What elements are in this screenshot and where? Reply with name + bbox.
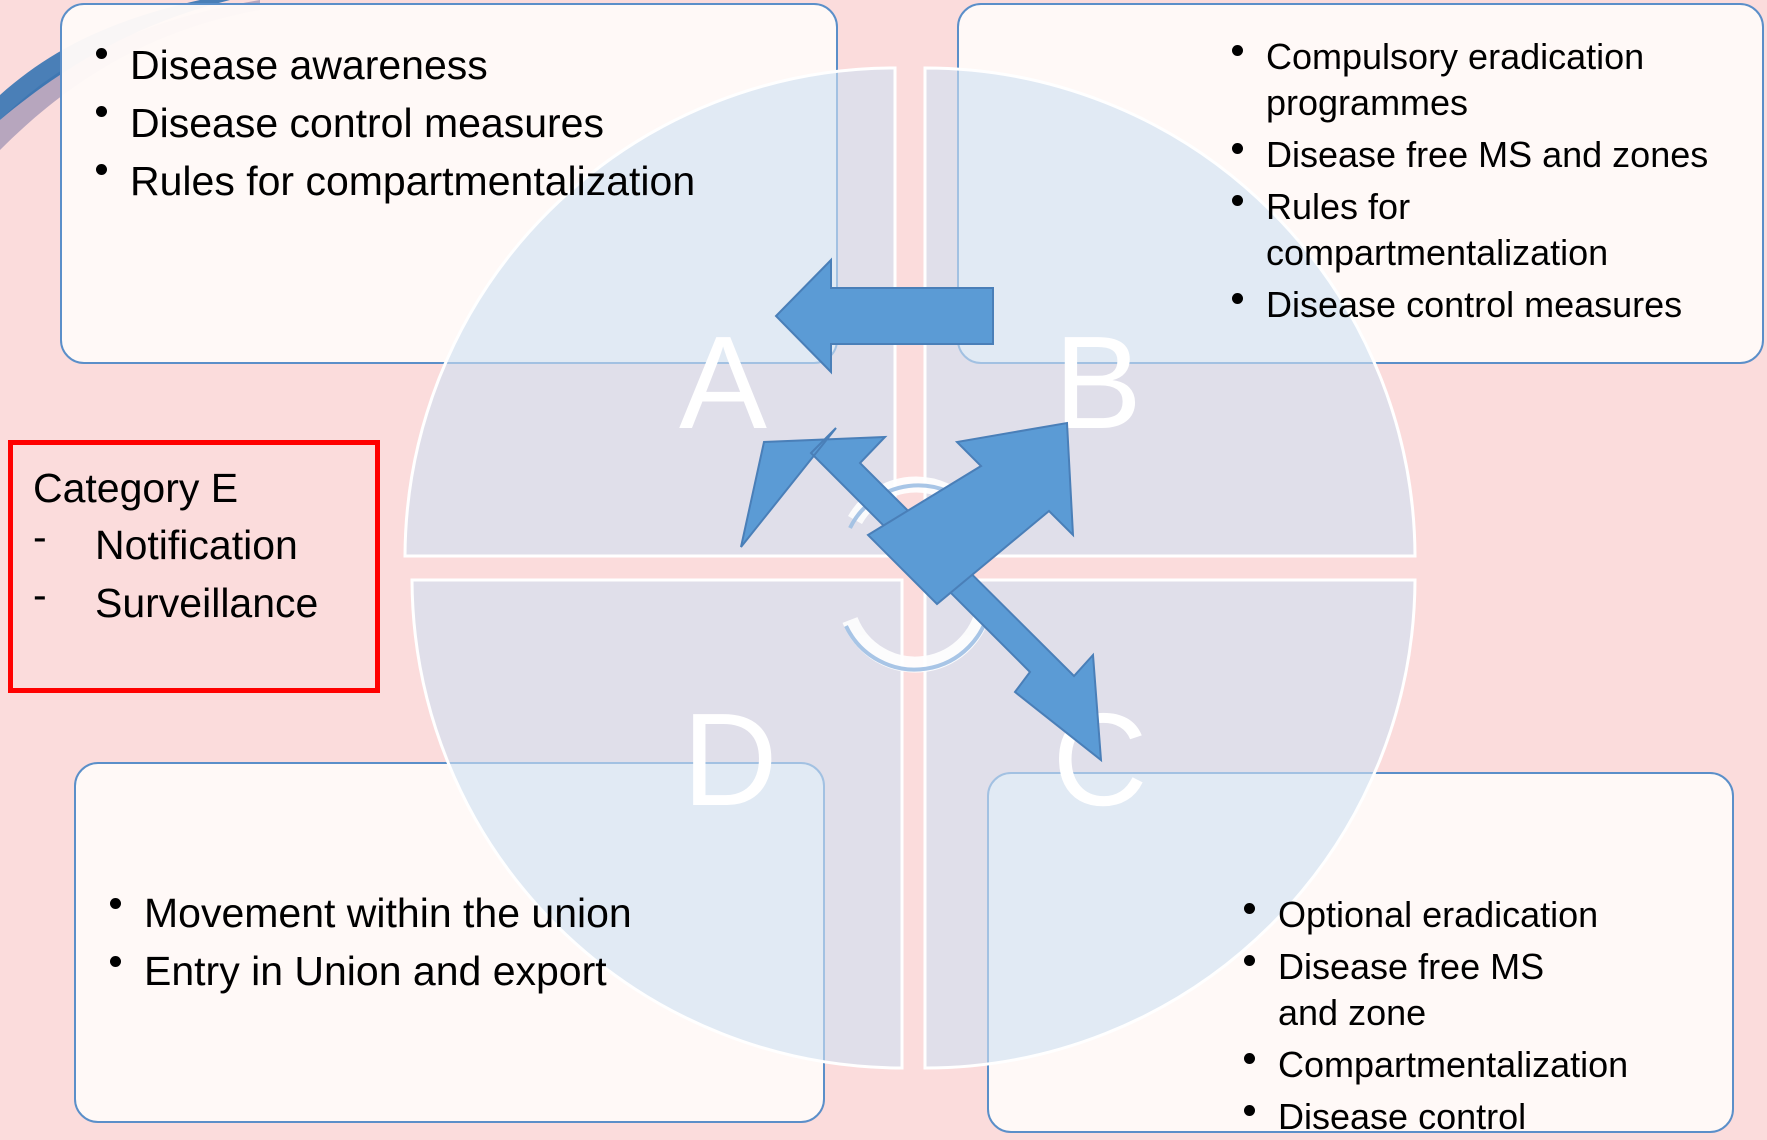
list-item: Optional eradication <box>1244 892 1724 938</box>
quadrant-c-list: Optional eradication Disease free MS and… <box>1244 892 1724 1140</box>
category-e-box: Category E - Notification - Surveillance <box>8 440 380 693</box>
list-item: Rules for compartmentalization <box>96 152 816 210</box>
double-arrow-a-c-icon <box>740 427 1103 763</box>
quadrant-a-letter: A <box>679 309 767 456</box>
arrow-toward-b-icon <box>866 421 1075 606</box>
list-item: Compartmentalization <box>1244 1042 1724 1088</box>
category-e-title: Category E <box>33 465 239 511</box>
list-item: Entry in Union and export <box>110 942 830 1000</box>
dash-bullet: - <box>33 572 47 618</box>
quadrant-d-list: Movement within the union Entry in Union… <box>110 884 830 1000</box>
dash-bullet: - <box>33 514 47 560</box>
quadrant-a-list: Disease awareness Disease control measur… <box>96 36 816 210</box>
quadrant-b-letter: B <box>1054 309 1142 456</box>
list-item: Disease control <box>1244 1094 1724 1140</box>
list-item: Disease awareness <box>96 36 816 94</box>
list-item: Compulsory eradication programmes <box>1232 34 1752 126</box>
list-item: Disease control measures <box>1232 282 1752 328</box>
list-item: Disease free MS and zones <box>1232 132 1752 178</box>
category-e-item-label: Surveillance <box>95 580 319 626</box>
list-item: Rules for compartmentalization <box>1232 184 1696 276</box>
quadrant-b-list: Compulsory eradication programmes Diseas… <box>1232 34 1752 328</box>
category-e-item-label: Notification <box>95 522 298 568</box>
quadrant-d-letter: D <box>682 686 777 833</box>
list-item: Movement within the union <box>110 884 830 942</box>
list-item: Disease control measures <box>96 94 816 152</box>
left-arrow-icon <box>774 257 994 375</box>
list-item: Disease free MS and zone <box>1244 944 1608 1036</box>
